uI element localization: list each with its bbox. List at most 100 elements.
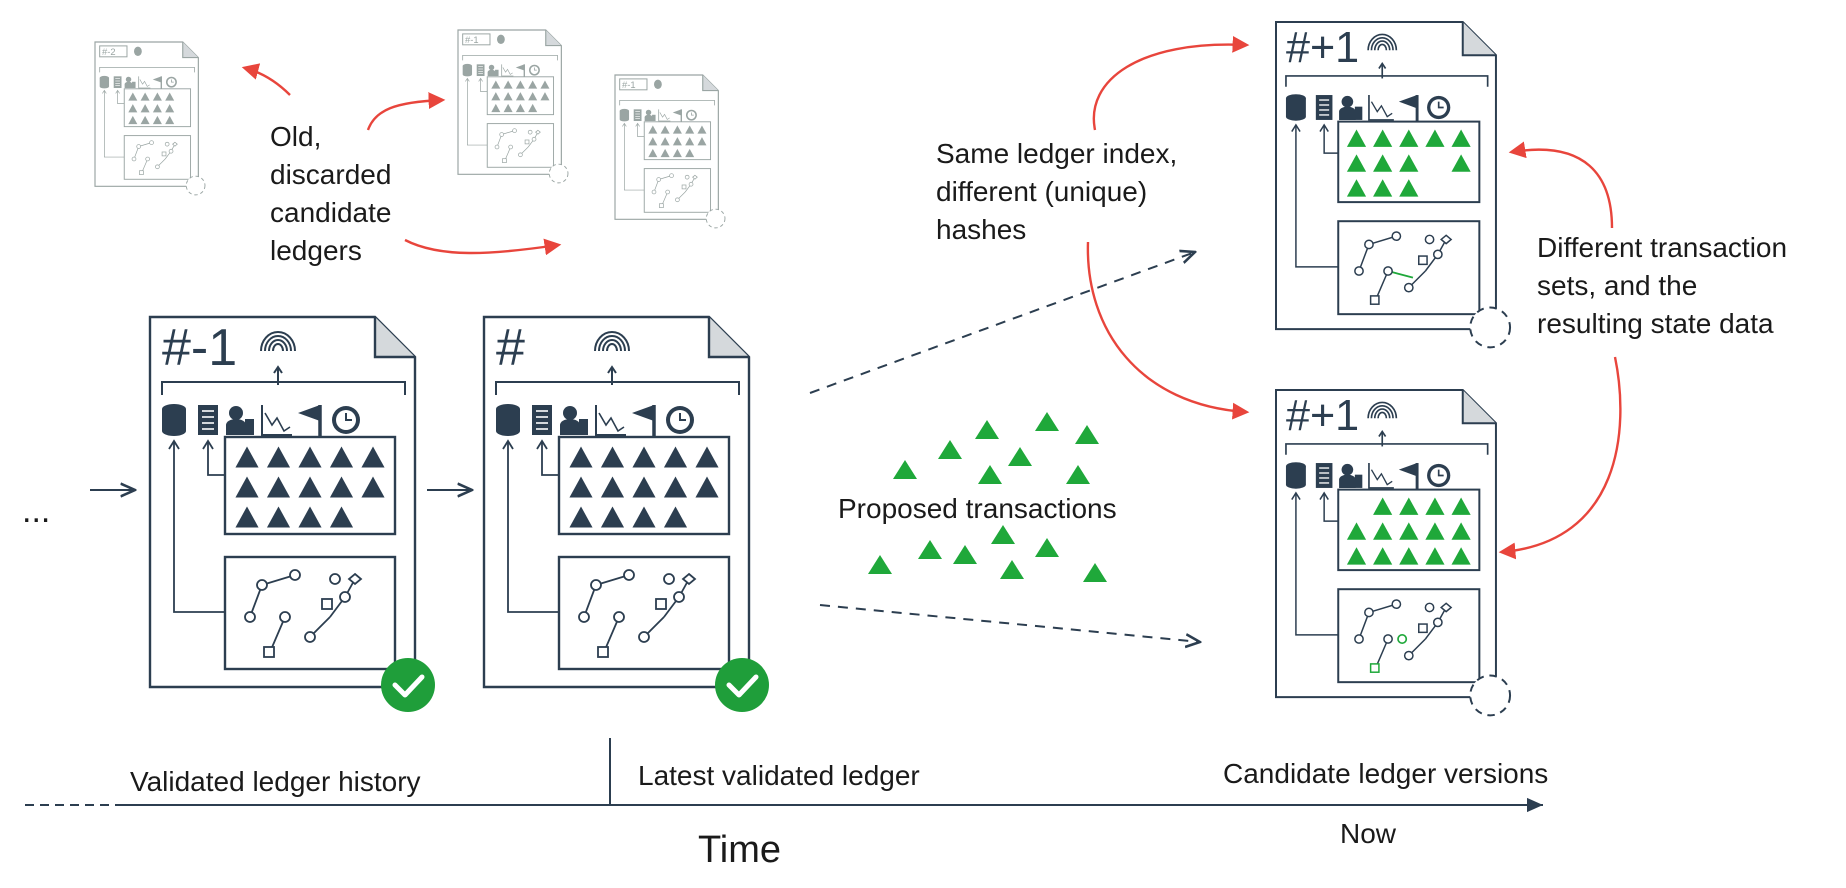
accounts-icon <box>1339 463 1363 488</box>
receipt-icon <box>198 405 218 435</box>
state-tree-graph <box>651 173 698 208</box>
ledger-index-label: #-1 <box>162 319 237 377</box>
clock-icon <box>685 109 697 121</box>
different-sets-label: Different transaction sets, and the resu… <box>1537 232 1788 339</box>
transaction-triangles <box>235 446 385 528</box>
ledger-index-label: #+1 <box>1286 24 1359 72</box>
ledger-index-label: #-1 <box>465 35 479 45</box>
accounts-icon <box>124 76 136 89</box>
red-arrow-old-1 <box>241 63 291 96</box>
red-arrow-hash-top <box>1092 35 1250 131</box>
chart-icon <box>658 109 671 122</box>
database-icon <box>1285 94 1306 121</box>
proposed-transactions-label: Proposed transactions <box>838 493 1117 524</box>
validated-history-label: Validated ledger history <box>130 766 421 797</box>
database-icon <box>462 63 473 77</box>
accounts-icon <box>487 64 499 77</box>
transaction-triangles <box>1346 497 1471 565</box>
state-tree-graph <box>244 569 363 658</box>
transaction-triangles <box>1346 129 1471 197</box>
old-ledger-3: #-1 <box>614 74 726 229</box>
chart-icon <box>1368 463 1394 489</box>
dashed-arrow-top <box>809 252 1195 394</box>
state-tree-graph <box>1354 231 1453 305</box>
fingerprint-icon <box>1367 33 1398 79</box>
red-arrow-sets-bottom <box>1498 356 1622 560</box>
transaction-triangles <box>648 125 707 158</box>
flag-icon <box>1398 95 1419 122</box>
clock-icon <box>1427 95 1451 120</box>
ledger-index-label: #-2 <box>102 47 116 57</box>
ledger-icon-row <box>99 75 177 89</box>
pending-status-icon <box>705 208 726 229</box>
flag-icon <box>632 405 656 437</box>
candidate-versions-label: Candidate ledger versions <box>1223 758 1549 789</box>
receipt-icon <box>532 405 552 435</box>
accounts-icon <box>560 406 588 435</box>
flag-icon <box>1398 463 1419 490</box>
latest-validated-label: Latest validated ledger <box>638 760 920 791</box>
database-icon <box>99 75 110 89</box>
ledger-index-label: # <box>496 319 525 377</box>
database-icon <box>496 404 520 436</box>
state-tree-graph <box>578 569 697 658</box>
flag-icon <box>672 109 682 122</box>
old-ledger-2: #-1 <box>457 29 569 184</box>
chart-icon <box>138 76 151 89</box>
transaction-triangles <box>128 92 175 125</box>
database-icon <box>1285 462 1306 489</box>
receipt-icon <box>113 76 122 89</box>
flag-icon <box>515 64 525 77</box>
ledger-icon-row <box>162 404 360 437</box>
pending-status-icon <box>548 163 569 184</box>
clock-icon <box>332 406 360 434</box>
proposed-transactions-cluster <box>868 412 1107 582</box>
fingerprint-icon <box>134 46 142 57</box>
old-ledger-1: #-2 <box>94 41 206 196</box>
ledger-icon-row <box>1285 94 1451 122</box>
flag-icon <box>298 405 322 437</box>
validated-ledger-prev: #-1 <box>148 315 435 712</box>
chart-icon <box>261 405 292 436</box>
clock-icon <box>528 64 540 76</box>
ellipsis-label: ... <box>22 492 51 530</box>
fingerprint-icon <box>497 34 505 45</box>
receipt-icon <box>476 64 485 77</box>
database-icon <box>619 108 630 122</box>
fingerprint-icon <box>654 79 662 90</box>
pending-status-icon <box>185 175 206 196</box>
clock-icon <box>666 406 694 434</box>
red-arrow-old-2 <box>366 92 446 131</box>
state-tree-graph <box>131 140 178 175</box>
validated-ledger-latest: # <box>482 315 769 712</box>
now-label: Now <box>1340 818 1397 849</box>
clock-icon <box>1427 463 1451 488</box>
ledger-index-label: #+1 <box>1286 392 1359 440</box>
candidate-ledger-a: #+1 <box>1275 21 1512 349</box>
red-arrow-hash-bottom <box>1086 241 1250 420</box>
pending-status-icon <box>1469 674 1512 717</box>
old-discarded-label: Old, discarded candidate ledgers <box>270 121 392 266</box>
accounts-icon <box>644 109 656 122</box>
accounts-icon <box>226 406 254 435</box>
clock-icon <box>165 76 177 88</box>
candidate-ledger-b: #+1 <box>1275 389 1512 717</box>
chart-icon <box>595 405 626 436</box>
dashed-arrow-bottom <box>819 604 1200 642</box>
ledger-icon-row <box>462 63 540 77</box>
receipt-icon <box>1315 463 1333 488</box>
same-index-label: Same ledger index, different (unique) ha… <box>936 138 1178 245</box>
chart-icon <box>501 64 514 77</box>
fingerprint-icon <box>1367 401 1398 447</box>
receipt-icon <box>1315 95 1333 120</box>
checkmark-icon <box>715 658 769 712</box>
chart-icon <box>1368 95 1394 121</box>
transaction-triangles <box>491 80 550 113</box>
red-arrow-old-3 <box>404 238 562 256</box>
state-tree-graph <box>1354 599 1453 673</box>
flag-icon <box>152 76 162 89</box>
accounts-icon <box>1339 95 1363 120</box>
checkmark-icon <box>381 658 435 712</box>
ledger-icon-row <box>1285 462 1451 490</box>
